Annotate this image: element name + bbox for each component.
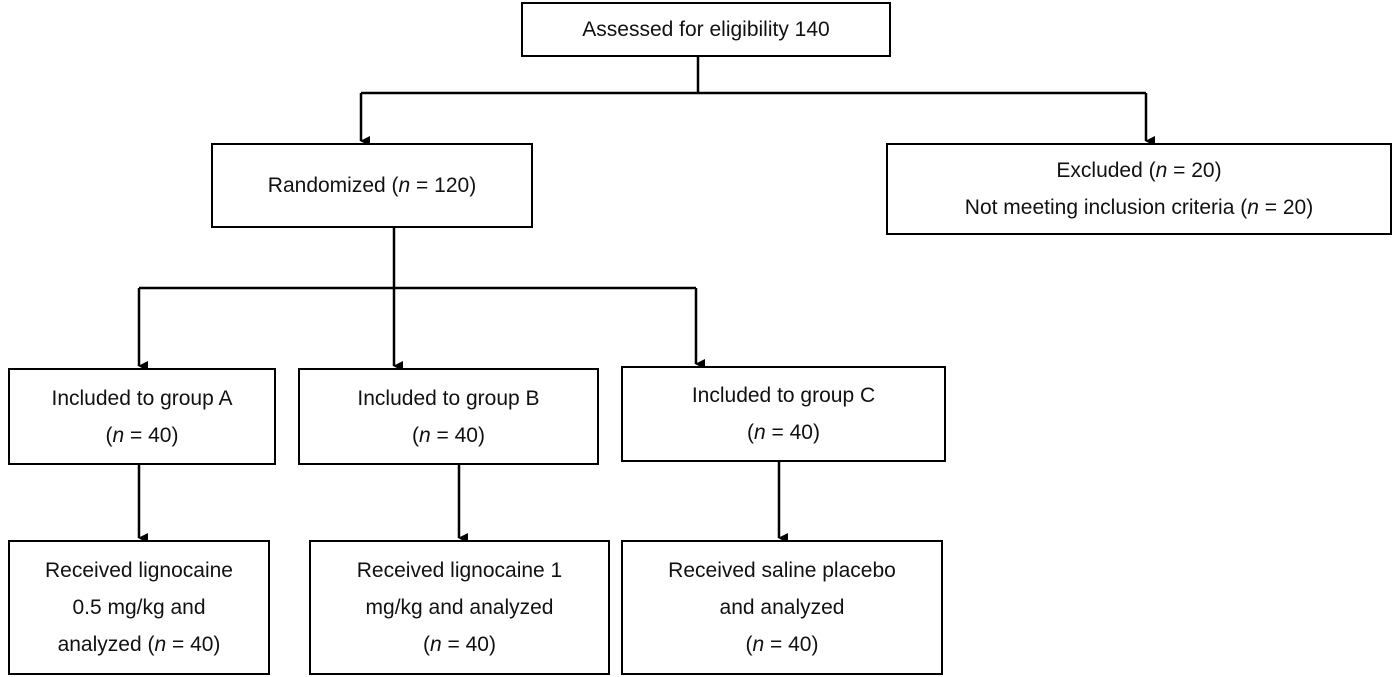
result-a-line3: analyzed (n = 40) <box>57 633 221 656</box>
result-a-line1: Received lignocaine <box>45 559 233 582</box>
result-c-line3: (n = 40) <box>745 633 819 656</box>
result-c-box: Received saline placebo and analyzed (n … <box>621 540 943 675</box>
group-a-label: Included to group A <box>51 386 233 410</box>
group-a-count: (n = 40) <box>105 423 179 447</box>
group-b-label: Included to group B <box>357 386 540 410</box>
result-b-line2: mg/kg and analyzed <box>365 596 554 619</box>
group-c-label: Included to group C <box>691 384 876 407</box>
group-b-box: Included to group B (n = 40) <box>298 368 599 465</box>
result-c-line1: Received saline placebo <box>668 559 896 582</box>
excluded-count: Excluded (n = 20) <box>1056 159 1222 182</box>
excluded-reason: Not meeting inclusion criteria (n = 20) <box>964 196 1314 219</box>
result-b-line1: Received lignocaine 1 <box>356 559 563 582</box>
group-c-count: (n = 40) <box>747 421 820 444</box>
result-c-line2: and analyzed <box>719 596 845 619</box>
result-a-box: Received lignocaine 0.5 mg/kg and analyz… <box>8 540 270 675</box>
result-b-line3: (n = 40) <box>423 633 496 656</box>
excluded-box: Excluded (n = 20) Not meeting inclusion … <box>886 143 1392 235</box>
group-a-box: Included to group A (n = 40) <box>8 368 276 465</box>
randomized-text: Randomized (n = 120) <box>267 174 477 197</box>
randomized-box: Randomized (n = 120) <box>211 143 533 228</box>
result-b-box: Received lignocaine 1 mg/kg and analyzed… <box>309 540 610 675</box>
assessed-box: Assessed for eligibility 140 <box>521 2 891 57</box>
group-c-box: Included to group C (n = 40) <box>621 366 946 462</box>
group-b-count: (n = 40) <box>412 423 485 447</box>
result-a-line2: 0.5 mg/kg and <box>72 596 206 619</box>
assessed-text: Assessed for eligibility 140 <box>582 18 830 41</box>
